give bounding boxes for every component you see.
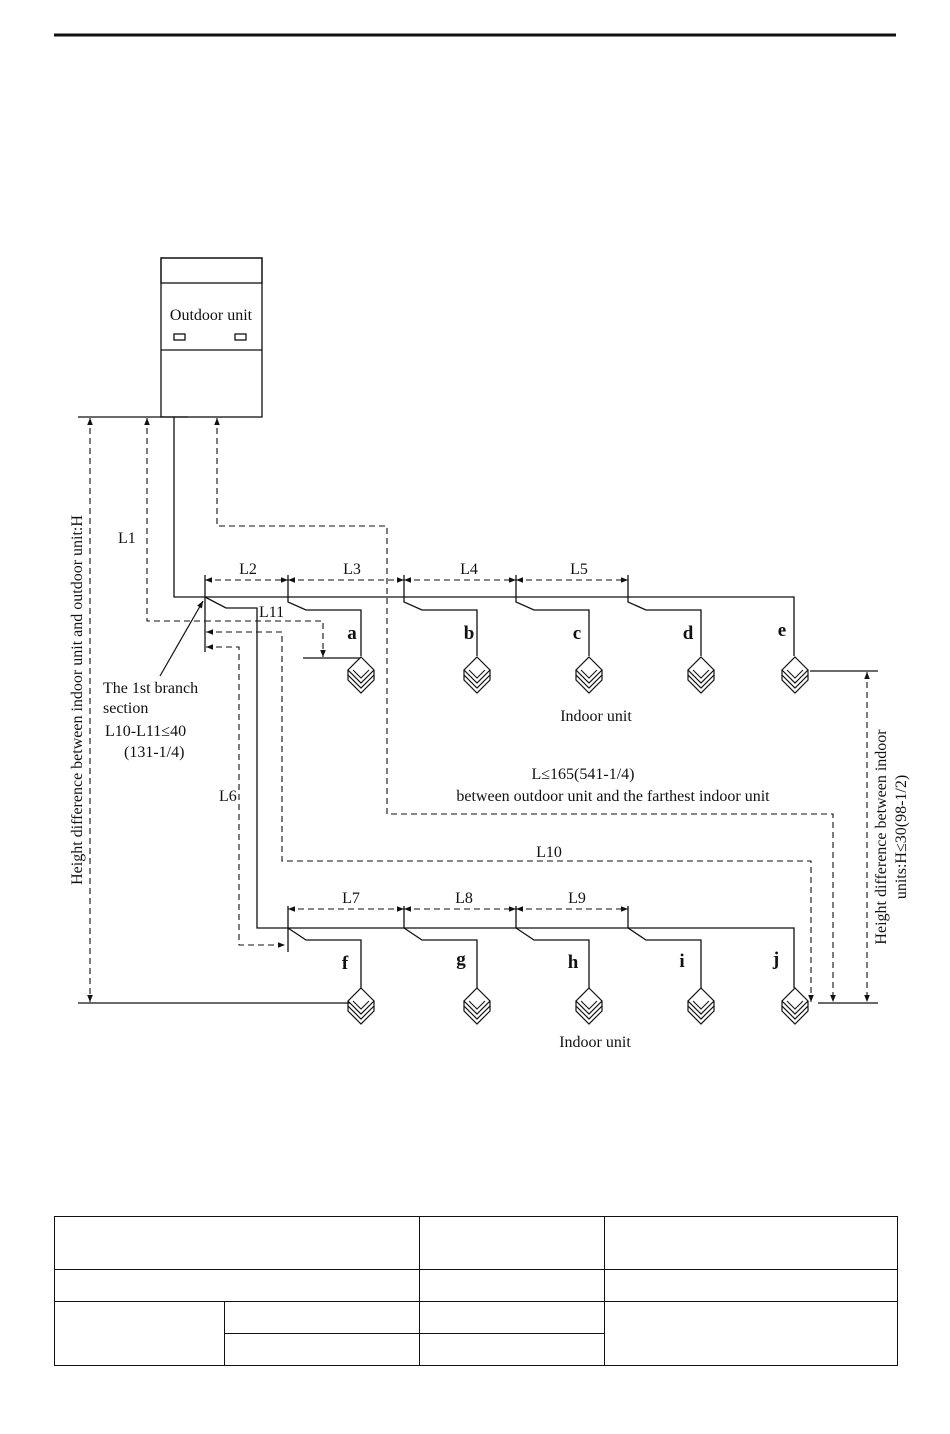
- indoor-unit-caption-lower: Indoor unit: [559, 1034, 631, 1051]
- dimension-lines: [87, 418, 870, 1002]
- first-branch-note-1: The 1st branch: [103, 680, 198, 697]
- dim-label-L9: L9: [568, 890, 586, 907]
- table-cell: [224, 1301, 420, 1334]
- indoor-unit-icon-d: [687, 656, 715, 694]
- refrigerant-pipes: [173, 417, 795, 988]
- unit-letter-g: g: [456, 949, 466, 970]
- unit-letter-e: e: [778, 620, 786, 641]
- table-cell: [54, 1269, 420, 1302]
- unit-letter-f: f: [342, 953, 349, 974]
- first-branch-note-4: (131-1/4): [124, 744, 184, 761]
- indoor-unit-icon-a: [347, 656, 375, 694]
- indoor-unit-icon-e: [781, 656, 809, 694]
- table-cell: [419, 1301, 605, 1334]
- dim-label-L8: L8: [455, 890, 473, 907]
- table-cell: [419, 1269, 605, 1302]
- height-indoor-indoor-label-2: units:H≤30(98-1/2): [893, 775, 910, 899]
- first-branch-note-3: L10-L11≤40: [105, 723, 186, 740]
- max-length-note-1: L≤165(541-1/4): [532, 766, 635, 783]
- outdoor-unit-label: Outdoor unit: [170, 307, 253, 324]
- indoor-unit-caption-upper: Indoor unit: [560, 708, 632, 725]
- indoor-unit-icon-g: [463, 987, 491, 1025]
- spec-table: [54, 1216, 898, 1366]
- dim-label-L2: L2: [239, 561, 257, 578]
- table-cell: [54, 1216, 420, 1270]
- outdoor-unit: [160, 257, 263, 418]
- unit-letter-j: j: [772, 949, 779, 970]
- unit-letter-b: b: [464, 623, 475, 644]
- table-cell: [604, 1216, 898, 1270]
- unit-letter-a: a: [347, 623, 357, 644]
- dim-label-L5: L5: [570, 561, 588, 578]
- unit-letter-c: c: [573, 623, 581, 644]
- first-branch-note-2: section: [103, 700, 148, 717]
- unit-letter-d: d: [683, 623, 694, 644]
- indoor-unit-icon-b: [463, 656, 491, 694]
- max-length-note-2: between outdoor unit and the farthest in…: [456, 788, 770, 805]
- dim-label-L11: L11: [259, 604, 284, 621]
- dim-label-L6: L6: [219, 788, 237, 805]
- table-cell: [224, 1333, 420, 1366]
- table-cell: [419, 1333, 605, 1366]
- dim-label-L7: L7: [342, 890, 360, 907]
- table-row: [54, 1269, 898, 1302]
- first-branch-leader: [159, 600, 204, 677]
- dim-label-L1: L1: [118, 530, 136, 547]
- dim-label-L3: L3: [343, 561, 361, 578]
- height-outdoor-indoor-label: Height difference between indoor unit an…: [69, 515, 86, 885]
- table-cell: [419, 1216, 605, 1270]
- height-indoor-indoor-label-1: Height difference between indoor: [873, 729, 890, 945]
- dim-label-L4: L4: [460, 561, 478, 578]
- indoor-unit-icon-i: [687, 987, 715, 1025]
- indoor-unit-icon-h: [575, 987, 603, 1025]
- unit-letter-i: i: [679, 951, 684, 972]
- unit-letter-h: h: [568, 952, 579, 973]
- table-row: [54, 1301, 898, 1366]
- table-cell: [604, 1301, 898, 1366]
- dim-label-L10: L10: [536, 844, 562, 861]
- indoor-unit-icon-f: [347, 987, 375, 1025]
- indoor-unit-icon-c: [575, 656, 603, 694]
- table-row: [54, 1216, 898, 1270]
- indoor-unit-icon-j: [781, 987, 809, 1025]
- table-cell: [54, 1301, 225, 1366]
- table-cell: [604, 1269, 898, 1302]
- table-row: [55, 1333, 898, 1366]
